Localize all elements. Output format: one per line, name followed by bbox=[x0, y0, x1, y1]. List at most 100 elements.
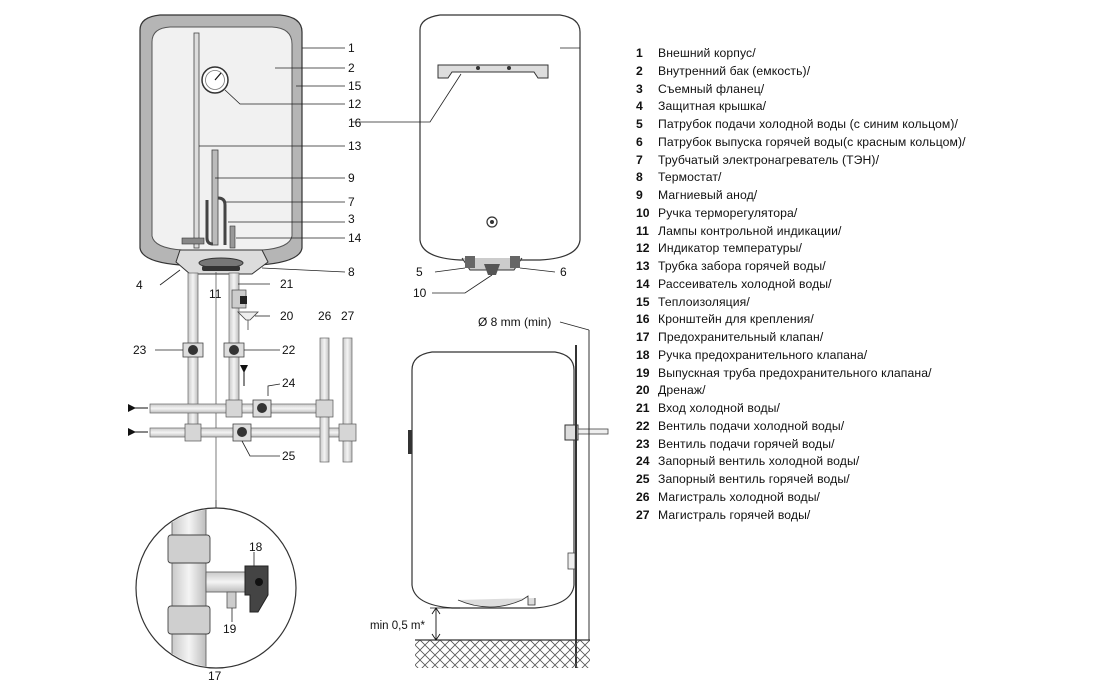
callout-23: 23 bbox=[133, 343, 147, 357]
callout-7: 7 bbox=[348, 195, 355, 209]
mounting-bolt bbox=[577, 428, 609, 435]
legend-number: 18 bbox=[636, 347, 650, 362]
legend-item: 12 Индикатор температуры/ bbox=[636, 240, 966, 258]
callout-1: 1 bbox=[348, 41, 355, 55]
legend-number: 9 bbox=[636, 188, 643, 202]
callout-11: 11 bbox=[209, 287, 222, 301]
legend-text: Запорный вентиль горячей воды/ bbox=[658, 472, 850, 486]
legend-number: 24 bbox=[636, 454, 650, 469]
legend-item: 18 Ручка предохранительного клапана/ bbox=[636, 347, 966, 365]
legend-number: 3 bbox=[636, 81, 643, 96]
legend-text: Дренаж/ bbox=[658, 383, 706, 398]
legend-number: 21 bbox=[636, 401, 650, 415]
floor-clearance-label: min 0,5 m* bbox=[370, 620, 425, 632]
legend-text: Запорный вентиль холодной воды/ bbox=[658, 454, 860, 469]
legend-number: 6 bbox=[636, 134, 643, 149]
legend-number: 2 bbox=[636, 63, 643, 78]
callout-19: 19 bbox=[223, 622, 237, 636]
valve-25 bbox=[232, 423, 252, 442]
legend-item: 3 Съемный фланец/ bbox=[636, 81, 966, 99]
legend-text: Внешний корпус/ bbox=[658, 46, 756, 60]
legend-number: 23 bbox=[636, 436, 650, 451]
legend-item: 9 Магниевый анод/ bbox=[636, 187, 966, 205]
piping-system bbox=[128, 272, 357, 500]
legend-list: 1 Внешний корпус/2 Внутренний бак (емкость… bbox=[636, 45, 966, 524]
indicator-lamps bbox=[202, 266, 240, 271]
legend-item: 5 Патрубок подачи холодной воды (с синим … bbox=[636, 116, 966, 134]
hot-water-tube bbox=[193, 32, 200, 249]
legend-text: Магистраль холодной воды/ bbox=[658, 489, 821, 504]
safety-valve-detail: 18 19 17 bbox=[135, 507, 297, 683]
callout-20: 20 bbox=[280, 309, 294, 323]
cold-water-diffuser bbox=[181, 237, 205, 245]
legend-number: 19 bbox=[636, 365, 650, 380]
legend-number: 12 bbox=[636, 241, 650, 256]
legend-text: Предохранительный клапан/ bbox=[658, 330, 824, 344]
front-leaders bbox=[155, 47, 346, 510]
legend-text: Кронштейн для крепления/ bbox=[658, 312, 814, 327]
legend-item: 1 Внешний корпус/ bbox=[636, 45, 966, 63]
legend-text: Внутренний бак (емкость)/ bbox=[658, 63, 811, 78]
callout-13: 13 bbox=[348, 139, 362, 153]
callout-side-6: 6 bbox=[560, 265, 567, 279]
legend-item: 24 Запорный вентиль холодной воды/ bbox=[636, 453, 966, 471]
legend-text: Патрубок подачи холодной воды (с синим к… bbox=[658, 117, 959, 131]
legend-text: Магниевый анод/ bbox=[658, 188, 758, 202]
legend-number: 5 bbox=[636, 117, 643, 131]
legend-number: 4 bbox=[636, 99, 643, 114]
callout-22: 22 bbox=[282, 343, 296, 357]
exterior-callouts: 1 5 6 10 bbox=[413, 265, 567, 300]
mounting-bracket bbox=[437, 64, 549, 79]
legend-text: Ручка предохранительного клапана/ bbox=[658, 347, 868, 362]
legend-text: Ручка терморегулятора/ bbox=[658, 205, 798, 220]
mount-bracket-side bbox=[564, 424, 579, 441]
valve-24 bbox=[252, 399, 272, 418]
callout-18: 18 bbox=[249, 540, 263, 554]
legend-number: 1 bbox=[636, 46, 643, 60]
exterior-leaders bbox=[352, 47, 580, 294]
legend-text: Трубчатый электронагреватель (ТЭН)/ bbox=[658, 152, 880, 167]
callout-side-10: 10 bbox=[413, 286, 427, 300]
callout-24: 24 bbox=[282, 376, 296, 390]
callout-4: 4 bbox=[136, 278, 143, 292]
callout-15: 15 bbox=[348, 79, 362, 93]
callout-side-5: 5 bbox=[416, 265, 423, 279]
heating-element bbox=[205, 196, 227, 246]
legend-number: 15 bbox=[636, 294, 650, 309]
legend-number: 10 bbox=[636, 205, 650, 220]
legend-item: 21 Вход холодной воды/ bbox=[636, 400, 966, 418]
hot-water-main bbox=[342, 337, 353, 463]
legend-text: Вентиль подачи горячей воды/ bbox=[658, 436, 835, 451]
pipe-diameter-label: Ø 8 mm (min) bbox=[478, 315, 551, 329]
legend-item: 2 Внутренний бак (емкость)/ bbox=[636, 63, 966, 81]
legend-number: 22 bbox=[636, 418, 650, 433]
legend-text: Индикатор температуры/ bbox=[658, 241, 802, 256]
magnesium-anode bbox=[211, 149, 219, 246]
callout-8: 8 bbox=[348, 265, 355, 279]
callout-26: 26 bbox=[318, 309, 332, 323]
legend-text: Теплоизоляция/ bbox=[658, 294, 750, 309]
legend-text: Съемный фланец/ bbox=[658, 81, 765, 96]
legend-text: Рассеиватель холодной воды/ bbox=[658, 276, 832, 291]
legend-number: 14 bbox=[636, 276, 650, 291]
callout-12: 12 bbox=[348, 97, 362, 111]
front-cutaway-view bbox=[139, 14, 303, 275]
legend-item: 20 Дренаж/ bbox=[636, 382, 966, 400]
callout-25: 25 bbox=[282, 449, 296, 463]
legend-text: Трубка забора горячей воды/ bbox=[658, 259, 826, 273]
front-callouts: 1 2 15 12 16 13 9 7 3 14 8 4 11 21 20 22… bbox=[133, 41, 362, 463]
legend-text: Вход холодной воды/ bbox=[658, 401, 780, 415]
legend-number: 20 bbox=[636, 383, 650, 398]
legend-item: 15 Теплоизоляция/ bbox=[636, 294, 966, 312]
valve-23 bbox=[182, 342, 204, 358]
legend-item: 23 Вентиль подачи горячей воды/ bbox=[636, 436, 966, 454]
